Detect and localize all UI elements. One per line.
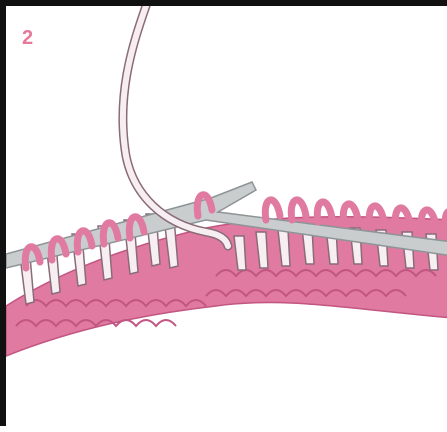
knitting-illustration <box>6 6 447 432</box>
